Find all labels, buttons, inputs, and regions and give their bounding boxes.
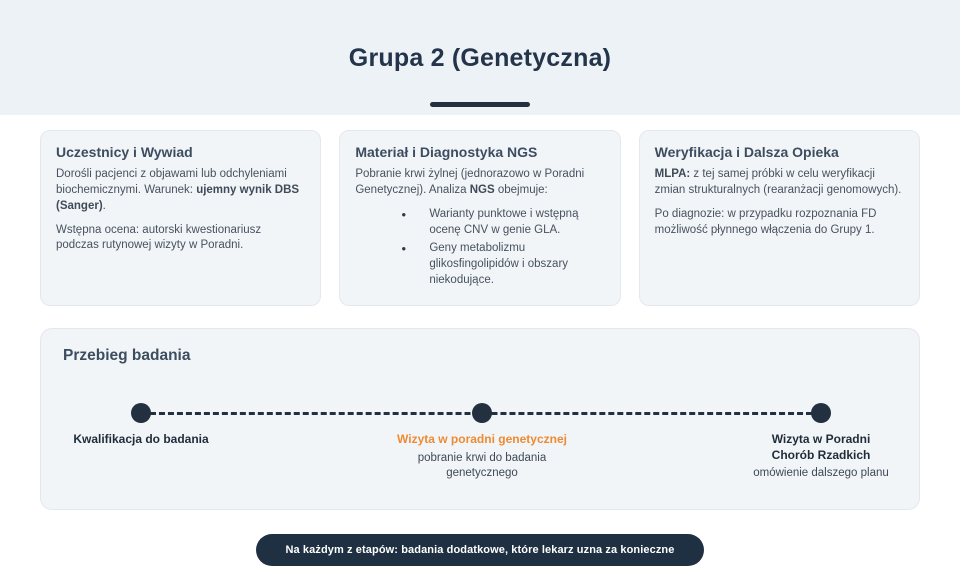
footer-note-pill: Na każdym z etapów: badania dodatkowe, k…: [255, 534, 705, 566]
card-title: Uczestnicy i Wywiad: [56, 144, 193, 160]
card-title: Materiał i Diagnostyka NGS: [355, 144, 538, 160]
step-label: Wizyta w poradni genetycznej: [397, 432, 567, 447]
text-run-bold: NGS: [469, 183, 495, 196]
page-title: Grupa 2 (Genetyczna): [348, 44, 612, 72]
card-paragraph: MLPA: z tej samej próbki w celu weryfika…: [655, 167, 904, 199]
list-item: Geny metabolizmu glikosfingolipidów i ob…: [401, 241, 604, 289]
timeline-card: Przebieg badania Kwalifikacja do badania…: [40, 328, 920, 511]
text-run: obejmuje:: [494, 183, 548, 196]
card-participants: Uczestnicy i Wywiad Dorośli pacjenci z o…: [40, 130, 322, 307]
text-run: Dorośli pacjenci z objawami lub odchylen…: [56, 168, 287, 196]
card-title: Weryfikacja i Dalsza Opieka: [654, 144, 839, 160]
timeline-step-genetic-clinic: Wizyta w poradni genetycznej pobranie kr…: [372, 403, 592, 480]
card-paragraph: Dorośli pacjenci z objawami lub odchylen…: [56, 167, 305, 215]
bullet-list: Warianty punktowe i wstępną ocenę CNV w …: [355, 207, 604, 289]
card-material-ngs: Materiał i Diagnostyka NGS Pobranie krwi…: [339, 130, 621, 307]
step-label: Wizyta w Poradni Chorób Rzadkich: [771, 432, 871, 462]
step-sublabel: omówienie dalszego planu: [753, 467, 889, 480]
card-paragraph: Po diagnozie: w przypadku rozpoznania FD…: [654, 207, 877, 236]
timeline-step-qualification: Kwalifikacja do badania: [31, 403, 251, 448]
title-underline: [430, 102, 530, 107]
hero-band: Grupa 2 (Genetyczna): [0, 0, 960, 115]
card-paragraph: Pobranie krwi żylnej (jednorazowo w Pora…: [355, 167, 604, 199]
info-cards-row: Uczestnicy i Wywiad Dorośli pacjenci z o…: [40, 130, 920, 307]
text-run-bold: ujemny wynik DBS (Sanger): [56, 183, 300, 212]
card-paragraph: Wstępna ocena: autorski kwestionariusz p…: [56, 223, 262, 252]
step-label: Kwalifikacja do badania: [73, 432, 209, 447]
text-run: Pobranie krwi żylnej (jednorazowo w Pora…: [355, 168, 585, 196]
timeline-dot-icon: [472, 403, 492, 424]
list-item: Warianty punktowe i wstępną ocenę CNV w …: [401, 207, 604, 239]
timeline-title: Przebieg badania: [63, 347, 191, 365]
text-run: z tej samej próbki w celu weryfikacji zm…: [654, 168, 902, 196]
card-verification: Weryfikacja i Dalsza Opieka MLPA: z tej …: [638, 130, 920, 307]
timeline-dot-icon: [131, 403, 151, 424]
timeline-step-rare-disease-clinic: Wizyta w Poradni Chorób Rzadkich omówien…: [711, 403, 931, 481]
text-run-bold: MLPA:: [654, 168, 691, 180]
timeline-dot-icon: [811, 403, 831, 424]
step-sublabel: pobranie krwi do badania genetycznego: [417, 451, 547, 479]
text-run: .: [102, 199, 106, 212]
